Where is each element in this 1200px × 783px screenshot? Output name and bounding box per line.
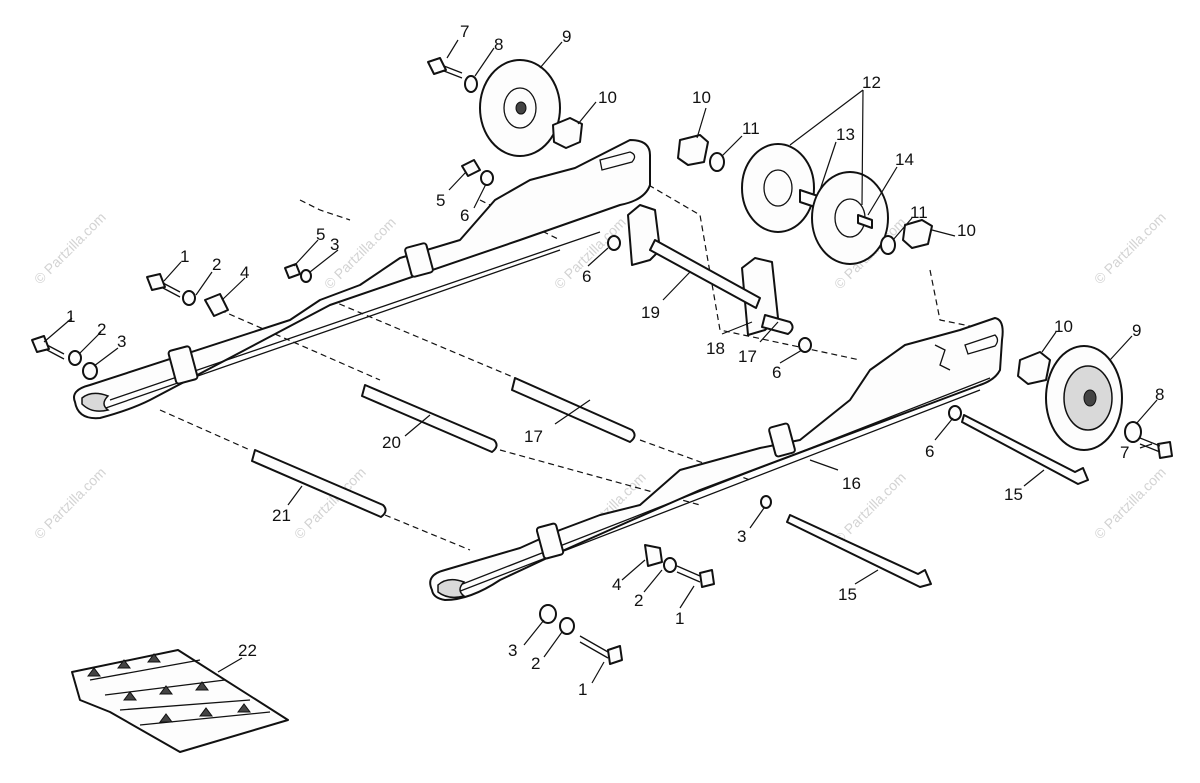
callout-10: 10 — [598, 88, 617, 107]
watermark-text: © Partzilla.com — [31, 464, 109, 542]
idler-wheel-12-right — [811, 171, 889, 265]
callout-3: 3 — [737, 527, 746, 546]
callout-1: 1 — [675, 609, 684, 628]
cross-shafts — [251, 377, 636, 518]
small-hardware — [68, 75, 1142, 635]
callout-10: 10 — [957, 221, 976, 240]
callout-10: 10 — [1054, 317, 1073, 336]
callout-14: 14 — [895, 150, 914, 169]
callout-15: 15 — [1004, 485, 1023, 504]
callout-20: 20 — [382, 433, 401, 452]
callout-8: 8 — [494, 35, 503, 54]
callout-9: 9 — [1132, 321, 1141, 340]
callout-6: 6 — [460, 206, 469, 225]
callout-15: 15 — [838, 585, 857, 604]
watermark-text: © Partzilla.com — [1091, 209, 1169, 287]
callout-11: 11 — [910, 203, 928, 222]
callout-2: 2 — [531, 654, 540, 673]
callout-2: 2 — [634, 591, 643, 610]
callout-3: 3 — [117, 332, 126, 351]
callout-16: 16 — [842, 474, 861, 493]
callout-1: 1 — [66, 307, 75, 326]
callout-7: 7 — [460, 22, 469, 41]
callout-12: 12 — [862, 73, 881, 92]
callout-21: 21 — [272, 506, 291, 525]
spacers-10 — [552, 117, 1051, 385]
callout-17: 17 — [524, 427, 543, 446]
rear-axle-assembly — [627, 204, 794, 336]
callout-13: 13 — [836, 125, 855, 144]
callout-10: 10 — [692, 88, 711, 107]
left-rail — [73, 139, 651, 420]
callout-4: 4 — [612, 575, 621, 594]
callout-6: 6 — [582, 267, 591, 286]
callout-8: 8 — [1155, 385, 1164, 404]
callout-6: 6 — [772, 363, 781, 382]
callout-4: 4 — [240, 263, 249, 282]
watermark-text: © Partzilla.com — [31, 209, 109, 287]
callout-3: 3 — [330, 235, 339, 254]
right-rail-16 — [429, 317, 1004, 601]
watermarks: © Partzilla.com © Partzilla.com © Partzi… — [31, 209, 1169, 547]
leader-lines — [43, 39, 1158, 684]
callout-2: 2 — [97, 320, 106, 339]
callout-9: 9 — [562, 27, 571, 46]
watermark-text: © Partzilla.com — [1091, 464, 1169, 542]
callout-5: 5 — [316, 225, 325, 244]
callout-22: 22 — [238, 641, 257, 660]
callout-19: 19 — [641, 303, 660, 322]
callout-6: 6 — [925, 442, 934, 461]
callout-2: 2 — [212, 255, 221, 274]
callout-1: 1 — [578, 680, 587, 699]
callout-7: 7 — [1120, 443, 1129, 462]
callout-17: 17 — [738, 347, 757, 366]
callout-18: 18 — [706, 339, 725, 358]
callout-11: 11 — [742, 119, 760, 138]
callout-5: 5 — [436, 191, 445, 210]
callout-3: 3 — [508, 641, 517, 660]
idler-wheel-9-right — [1045, 345, 1123, 451]
idler-wheel-9-top — [479, 59, 561, 157]
callout-1: 1 — [180, 247, 189, 266]
bolts — [31, 57, 1173, 665]
idler-wheel-12-left — [741, 143, 815, 233]
callout-labels: 7 8 9 10 10 11 12 13 14 11 10 5 6 5 3 1 … — [66, 22, 1164, 699]
track-clip-22 — [71, 649, 289, 753]
